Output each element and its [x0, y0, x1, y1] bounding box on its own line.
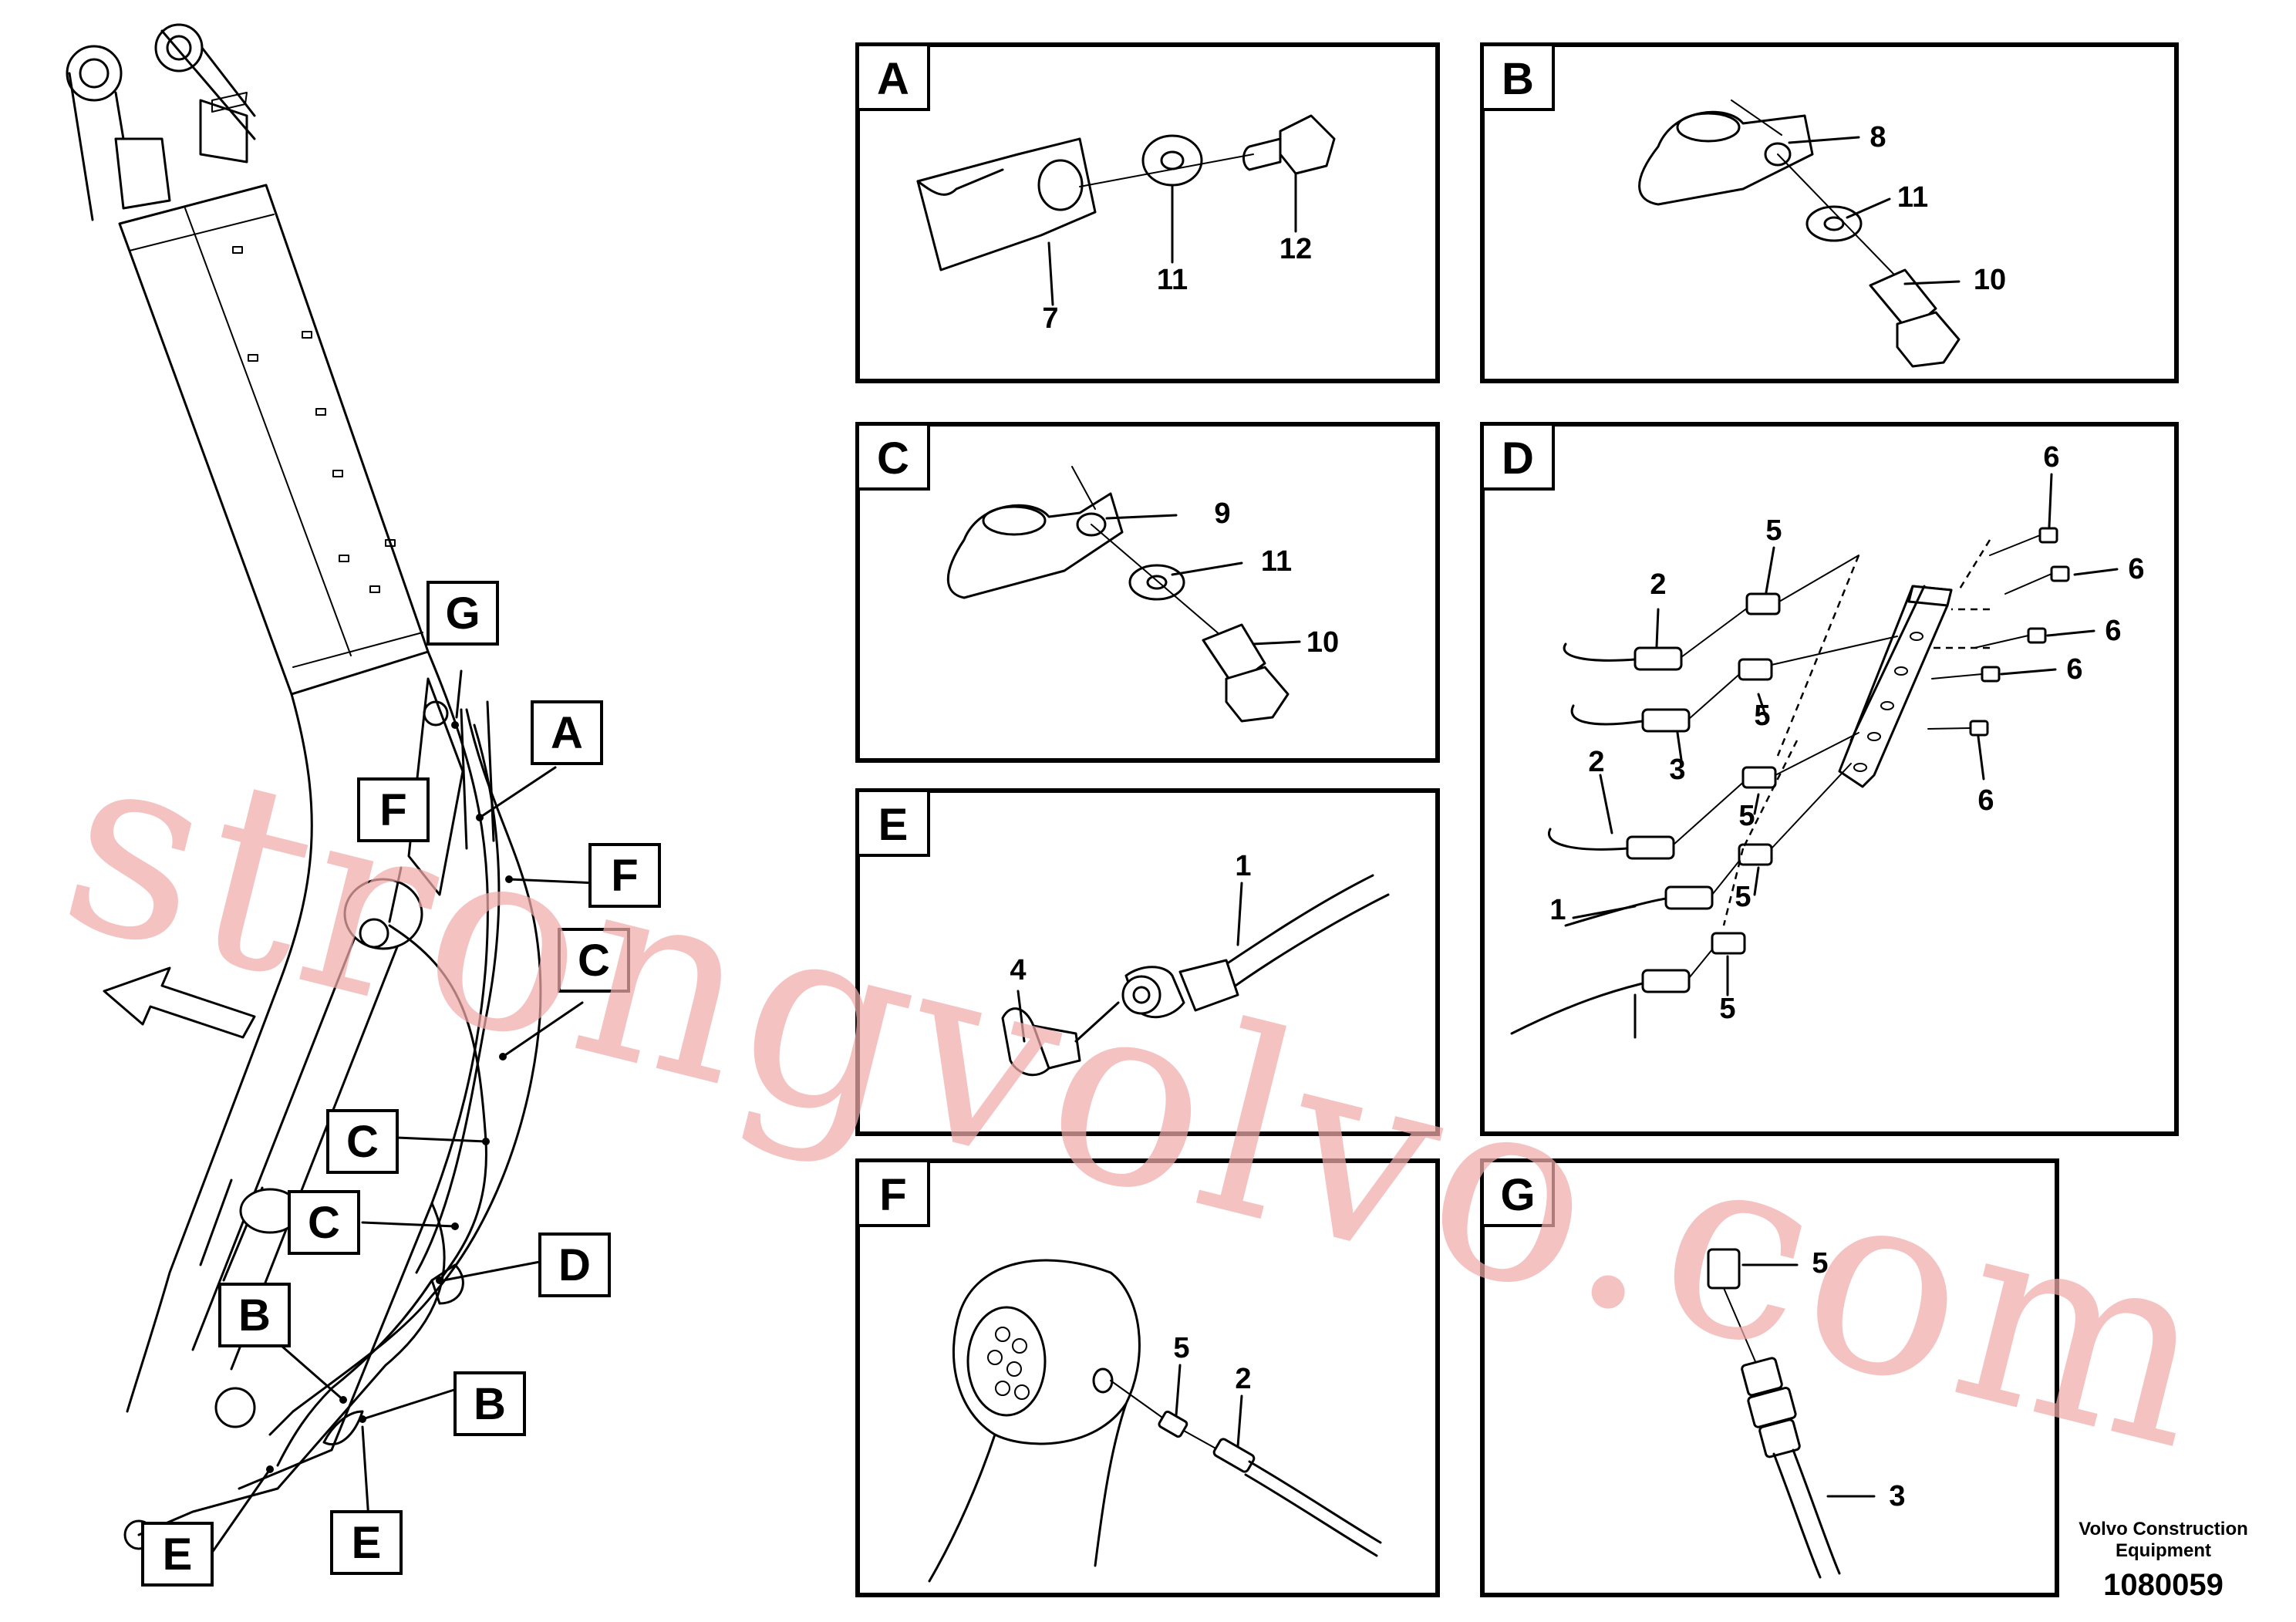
- callout-number: 1: [1549, 894, 1566, 926]
- boom-tag-e-right: E: [330, 1510, 403, 1575]
- callout-number: 6: [2105, 615, 2121, 647]
- boom-tag-c-middle: C: [326, 1109, 399, 1174]
- callout-number: 5: [1812, 1247, 1828, 1280]
- boom-tag-label: F: [611, 851, 638, 901]
- boom-tag-label: B: [474, 1379, 506, 1429]
- callout-number: 6: [2043, 441, 2059, 474]
- callout-number: 5: [1719, 993, 1735, 1025]
- detail-panel-b: B 8 11 10: [1480, 42, 2179, 383]
- callout-number: 11: [1897, 181, 1928, 214]
- callout-number: 12: [1279, 233, 1312, 265]
- callout-number: 5: [1754, 700, 1770, 732]
- callout-number: 11: [1261, 545, 1292, 578]
- footer: Volvo Construction Equipment 1080059: [2079, 1519, 2248, 1602]
- callout-number: 10: [1306, 626, 1339, 659]
- callout-number: 3: [1669, 754, 1685, 786]
- panel-d-callouts: 6 6 6 6 6 5 5 5 5 5 2 3 2 1: [1549, 441, 2144, 1025]
- callout-number: 5: [1738, 800, 1755, 832]
- boom-tag-label: F: [379, 785, 406, 835]
- panel-letter: G: [1500, 1170, 1535, 1220]
- boom-tag-c-upper: C: [558, 928, 630, 993]
- boom-tag-label: A: [551, 708, 583, 758]
- callout-number: 6: [2128, 553, 2144, 585]
- boom-tag-b-left: B: [218, 1283, 291, 1347]
- company-line2: Equipment: [2116, 1540, 2211, 1561]
- callout-number: 2: [1650, 568, 1666, 601]
- callout-number: 6: [2066, 653, 2082, 686]
- boom-tag-label: B: [238, 1290, 271, 1340]
- boom-tags: G A F F C C C D B B E E: [141, 581, 661, 1587]
- callout-number: 1: [1235, 850, 1251, 882]
- detail-panel-e: E 1 4: [855, 788, 1440, 1136]
- panel-letter: D: [1502, 433, 1534, 484]
- panel-letter: E: [878, 800, 909, 850]
- callout-number: 5: [1173, 1332, 1189, 1364]
- callout-number: 5: [1765, 514, 1782, 547]
- callout-number: 10: [1974, 264, 2006, 296]
- callout-number: 2: [1235, 1363, 1251, 1395]
- boom-tag-label: E: [163, 1529, 193, 1580]
- panel-letter: B: [1502, 54, 1534, 104]
- boom-tag-label: D: [558, 1240, 591, 1290]
- callout-number: 9: [1214, 497, 1230, 530]
- boom-tag-label: G: [445, 588, 480, 639]
- boom-tag-label: C: [578, 936, 610, 986]
- boom-tag-f-right: F: [588, 843, 661, 908]
- company-line1: Volvo Construction: [2079, 1519, 2248, 1539]
- callout-number: 6: [1977, 784, 1994, 817]
- boom-tag-d: D: [538, 1233, 611, 1297]
- boom-tag-a: A: [531, 700, 603, 765]
- panel-letter: C: [877, 433, 909, 484]
- panel-letter: A: [877, 54, 909, 104]
- detail-panel-a: A 7 11 12: [855, 42, 1440, 383]
- callout-number: 8: [1870, 121, 1886, 153]
- boom-tag-g: G: [426, 581, 499, 646]
- drawing-number: 1080059: [2103, 1568, 2224, 1602]
- callout-number: 3: [1889, 1480, 1905, 1512]
- detail-panel-f: F 5 2: [855, 1158, 1440, 1597]
- boom-tag-label: C: [308, 1198, 340, 1248]
- callout-number: 2: [1588, 746, 1604, 778]
- boom-tag-e-left: E: [141, 1522, 214, 1587]
- callout-number: 7: [1042, 302, 1058, 335]
- detail-panel-c: C 9 11 10: [855, 422, 1440, 763]
- boom-tag-label: C: [346, 1117, 379, 1167]
- callout-number: 11: [1157, 264, 1188, 296]
- panel-letter: F: [879, 1170, 906, 1220]
- callout-number: 4: [1010, 954, 1026, 986]
- boom-tag-label: E: [352, 1518, 382, 1568]
- detail-panel-g: G 5 3: [1480, 1158, 2059, 1597]
- boom-tag-b-right: B: [453, 1371, 526, 1436]
- boom-tag-c-lower: C: [288, 1190, 360, 1255]
- boom-tag-f-left: F: [357, 777, 430, 842]
- boom-drawing: [66, 23, 542, 1550]
- detail-panel-d: D: [1480, 422, 2179, 1136]
- callout-number: 5: [1735, 881, 1751, 913]
